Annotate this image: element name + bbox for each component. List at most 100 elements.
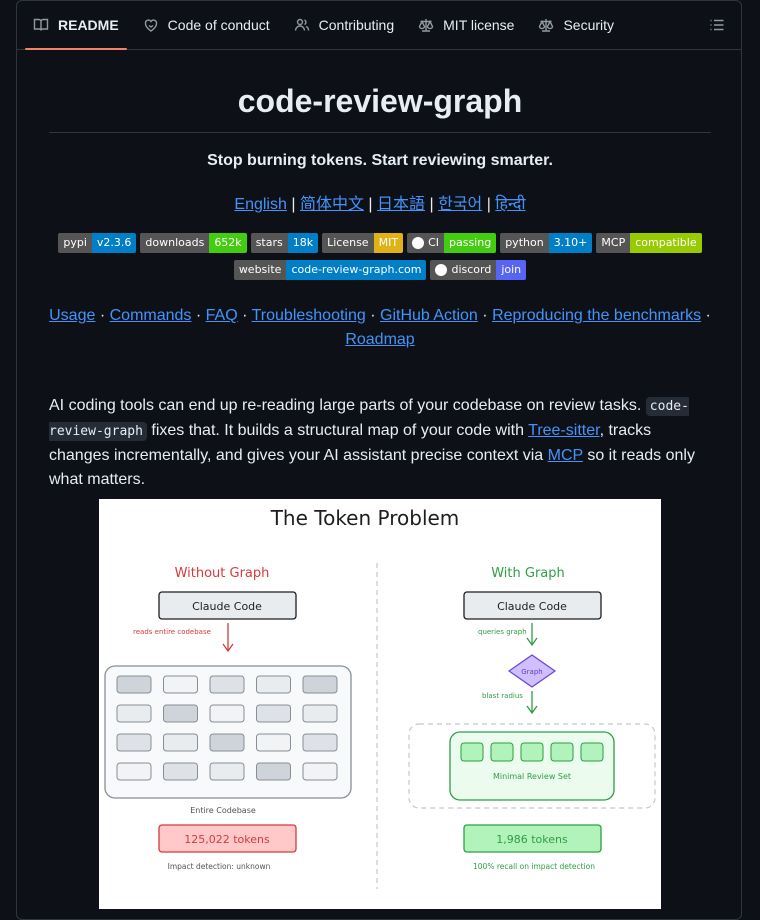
badge-label-text: website [238,263,282,276]
right-claude-box [463,591,602,620]
lang-separator: | [429,196,434,213]
tree-sitter-link[interactable]: Tree-sitter [528,422,600,439]
left-heading: Without Graph [175,566,270,581]
badge-label: discord [430,260,497,280]
nav-link-commands[interactable]: Commands [109,307,192,324]
nav-link-roadmap[interactable]: Roadmap [345,331,415,348]
review-set-box [449,731,615,801]
tab-contributing[interactable]: Contributing [286,1,403,49]
law-icon [418,19,434,32]
lang-link-chinese[interactable]: 简体中文 [299,196,364,213]
readme-tabbar: README Code of conduct Contributing MIT … [17,1,741,50]
readme-panel: README Code of conduct Contributing MIT … [16,0,742,920]
badge-label-text: python [505,236,544,249]
file-block [256,733,291,752]
badge-label: MCP [596,233,631,253]
nav-separator: · [195,307,202,324]
tab-label: Security [563,17,615,33]
badge-label-text: downloads [145,236,205,249]
diagram-title: The Token Problem [270,506,460,530]
tagline: Stop burning tokens. Start reviewing sma… [207,152,553,169]
intro-text: , tracks changes incrementally, and give… [49,422,652,464]
right-arrow-label: blast radius [482,692,523,700]
file-block [209,675,245,694]
badge-label-text: discord [451,263,492,276]
right-note: 100% recall on impact detection [473,862,595,871]
github-icon [412,237,425,249]
right-heading: With Graph [491,566,565,581]
intro-text: so it reads only what matters. [49,447,695,488]
badge-value: compatible [630,233,702,253]
mcp-link[interactable]: MCP [547,447,583,464]
graph-node [507,654,557,688]
nav-link-faq[interactable]: FAQ [205,307,238,324]
lang-link-hindi[interactable]: हिन्दी [495,196,526,213]
token-problem-diagram[interactable]: The Token Problem Without Graph Claude C… [99,499,661,909]
badge-downloads[interactable]: downloads 652k [140,233,247,253]
badge-row: website code-review-graph.com discord join [49,260,711,280]
page-title: code-review-graph [49,83,711,133]
badge-value: passing [444,233,497,253]
people-icon [294,18,309,31]
badge-discord[interactable]: discord join [430,260,527,280]
badge-label: downloads [140,233,210,253]
nav-link-usage[interactable]: Usage [49,307,96,324]
file-block [116,733,152,752]
file-block [209,762,245,781]
discord-icon [435,264,448,276]
lang-link-japanese[interactable]: 日本語 [377,196,426,213]
badge-value: code-review-graph.com [286,260,427,280]
file-block [256,762,291,781]
file-block [116,762,152,781]
nav-link-github-action[interactable]: GitHub Action [380,307,478,324]
file-block [163,733,198,752]
badge-value: 3.10+ [548,233,593,253]
lang-link-korean[interactable]: 한국어 [438,196,483,213]
file-block [302,733,338,752]
nav-link-benchmarks[interactable]: Reproducing the benchmarks [492,307,702,324]
readme-content: code-review-graph Stop burning tokens. S… [49,49,711,909]
heart-icon [144,19,157,32]
nav-link-troubleshooting[interactable]: Troubleshooting [251,307,366,324]
lang-link-english[interactable]: English [234,196,287,213]
tab-mit-license[interactable]: MIT license [410,1,522,49]
file-block [302,675,338,694]
badge-label-text: pypi [63,236,87,249]
badge-value: join [496,260,527,280]
file-block [520,742,544,762]
badge-value: MIT [373,233,404,253]
tab-readme[interactable]: README [25,1,127,50]
badge-value: 652k [209,233,247,253]
nav-separator: · [99,307,106,324]
left-arrow-label: reads entire codebase [133,628,211,636]
badge-mcp[interactable]: MCP compatible [596,233,702,253]
lang-separator: | [368,196,373,213]
codebase-files [116,675,338,781]
badge-python[interactable]: python 3.10+ [500,233,593,253]
right-arrow-label: queries graph [478,628,527,636]
badge-value: 18k [287,233,319,253]
tab-label: Code of conduct [167,17,270,33]
outline-button[interactable] [709,17,725,33]
intro-paragraph: AI coding tools can end up re-reading la… [49,394,711,492]
lang-separator: | [486,196,491,213]
badge-website[interactable]: website code-review-graph.com [233,260,427,280]
list-icon [710,19,724,31]
badge-pypi[interactable]: pypi v2.3.6 [58,233,137,253]
badge-label: CI [407,233,444,253]
tab-security[interactable]: Security [530,1,622,49]
badge-label-text: stars [255,236,283,249]
badge-value: v2.3.6 [91,233,137,253]
badge-label-text: MCP [601,236,626,249]
nav-separator: · [705,307,711,324]
file-block [116,675,152,694]
left-tokens-box [158,824,297,853]
badge-stars[interactable]: stars 18k [250,233,319,253]
tab-code-of-conduct[interactable]: Code of conduct [135,1,278,49]
right-claude-label: Claude Code [497,600,567,613]
intro-text: AI coding tools can end up re-reading la… [49,397,646,414]
left-note: Impact detection: unknown [168,862,271,871]
tab-label: Contributing [318,17,395,33]
